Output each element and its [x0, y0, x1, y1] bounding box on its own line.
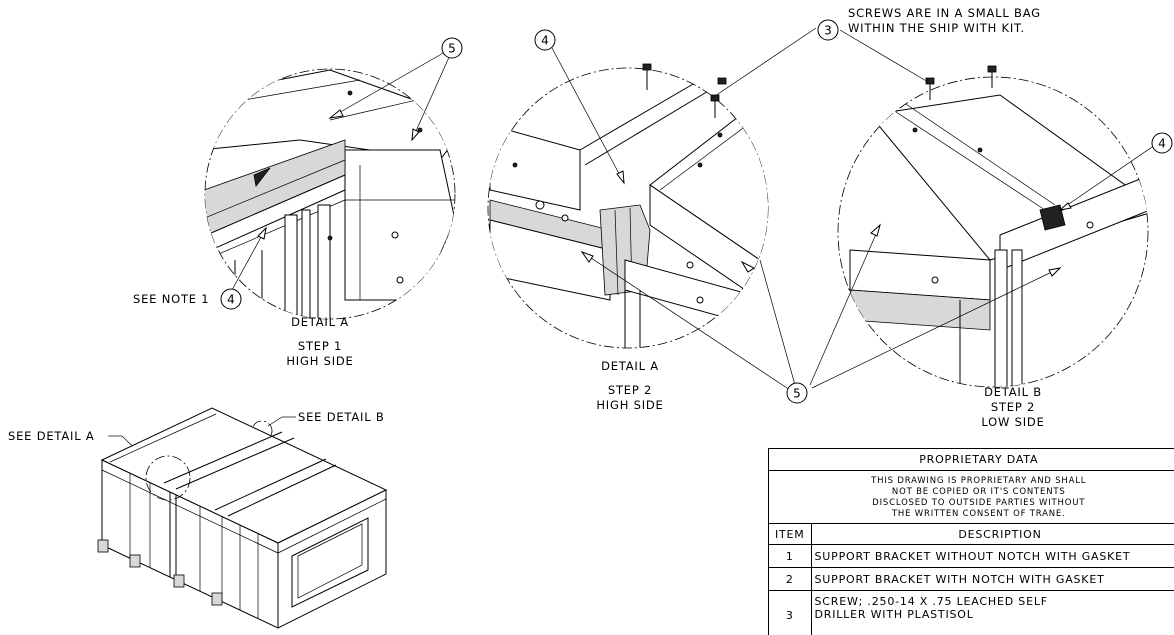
item-description: SUPPORT BRACKET WITH NOTCH WITH GASKET: [811, 567, 1174, 591]
notice-line-3: DISCLOSED TO OUTSIDE PARTIES WITHOUT: [872, 498, 1086, 508]
see-note-1-label: SEE NOTE 1: [133, 292, 209, 306]
col-item-header: ITEM: [769, 523, 812, 545]
callout-4-right: 4: [1151, 132, 1173, 154]
detail-a-step2-title: DETAIL A: [601, 359, 659, 373]
callout-4-mid: 4: [534, 29, 556, 51]
detail-b-view: [809, 76, 1156, 389]
col-description-header: DESCRIPTION: [811, 523, 1174, 545]
proprietary-data-table: PROPRIETARY DATA THIS DRAWING IS PROPRIE…: [768, 448, 1174, 635]
table-row: 3 SCREW; .250-14 X .75 LEACHED SELF DRIL…: [769, 590, 1174, 635]
proprietary-notice: THIS DRAWING IS PROPRIETARY AND SHALL NO…: [769, 470, 1174, 524]
see-detail-b-label: SEE DETAIL B: [298, 410, 385, 424]
item-description-line-2: DRILLER WITH PLASTISOL: [814, 608, 974, 621]
svg-text:5: 5: [448, 42, 456, 56]
svg-text:4: 4: [227, 293, 235, 307]
svg-text:5: 5: [793, 387, 801, 401]
item-number: 2: [769, 567, 812, 591]
notice-line-2: NOT BE COPIED OR IT'S CONTENTS: [891, 487, 1066, 497]
detail-a-step1-step: STEP 1: [298, 339, 342, 353]
unit-overview: SEE DETAIL A SEE DETAIL B: [8, 407, 388, 629]
detail-b-step: STEP 2: [991, 400, 1035, 414]
detail-a-step2-side: HIGH SIDE: [596, 398, 663, 412]
callout-5-top: 5: [441, 37, 463, 59]
callout-4-left: 4: [220, 288, 242, 310]
svg-text:4: 4: [541, 34, 549, 48]
detail-a-step1-title: DETAIL A: [291, 315, 349, 329]
item-description: SCREW; .250-14 X .75 LEACHED SELF DRILLE…: [811, 590, 1174, 635]
screws-group: [642, 63, 997, 118]
item-number: 1: [769, 544, 812, 568]
notice-line-4: THE WRITTEN CONSENT OF TRANE.: [891, 509, 1066, 519]
table-row: 2 SUPPORT BRACKET WITH NOTCH WITH GASKET: [769, 567, 1174, 591]
svg-text:4: 4: [1158, 137, 1166, 151]
item-description: SUPPORT BRACKET WITHOUT NOTCH WITH GASKE…: [811, 544, 1174, 568]
detail-a-step1-view: [204, 51, 456, 320]
callout-5-bottom: 5: [786, 382, 808, 404]
see-detail-a-label: SEE DETAIL A: [8, 429, 95, 443]
detail-b-boundary: [837, 76, 1149, 388]
detail-a-step1-side: HIGH SIDE: [286, 354, 353, 368]
detail-b-title: DETAIL B: [984, 385, 1042, 399]
screws-note-line2: WITHIN THE SHIP WITH KIT.: [848, 21, 1025, 35]
proprietary-title: PROPRIETARY DATA: [769, 449, 1174, 471]
items-header-row: ITEM DESCRIPTION: [769, 523, 1174, 545]
item-description-line-1: SCREW; .250-14 X .75 LEACHED SELF: [814, 595, 1048, 608]
detail-a-step2-view: [487, 47, 796, 391]
screws-note-line1: SCREWS ARE IN A SMALL BAG: [848, 6, 1041, 20]
notice-line-1: THIS DRAWING IS PROPRIETARY AND SHALL: [871, 476, 1087, 486]
detail-b-side: LOW SIDE: [981, 415, 1044, 429]
table-row: 1 SUPPORT BRACKET WITHOUT NOTCH WITH GAS…: [769, 544, 1174, 568]
item-number: 3: [769, 590, 812, 635]
svg-text:3: 3: [824, 24, 832, 38]
callout-3: 3: [817, 19, 839, 41]
detail-a-step2-step: STEP 2: [608, 383, 652, 397]
